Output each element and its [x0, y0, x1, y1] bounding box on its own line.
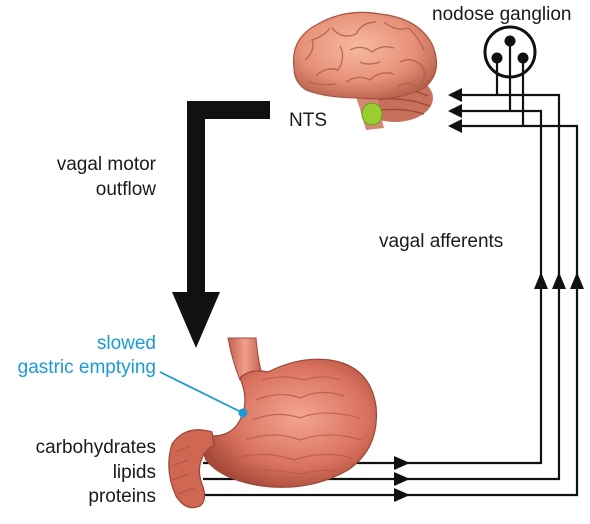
- arrowhead-brain-2: [448, 104, 462, 118]
- vagal-motor-label-line1: vagal motor: [56, 154, 156, 175]
- slowed-emptying-callout: [159, 371, 248, 418]
- nodose-ganglion-icon: [483, 25, 537, 126]
- vagal-motor-arrow: [172, 101, 270, 348]
- slowed-label-line1: slowed: [96, 333, 156, 354]
- nutrient-label-lipids: lipids: [112, 462, 156, 483]
- brain-illustration: [292, 11, 438, 130]
- callout-dot: [238, 408, 248, 418]
- stomach-body: [203, 358, 378, 488]
- slowed-label-line2: gastric emptying: [17, 357, 156, 378]
- stomach-illustration: [168, 337, 378, 509]
- cerebrum: [292, 11, 438, 100]
- nutrient-label-proteins: proteins: [88, 486, 156, 507]
- duodenum: [168, 429, 215, 509]
- nts-label: NTS: [289, 110, 327, 131]
- arrowhead-right-3: [394, 488, 410, 502]
- arrowhead-right-2: [394, 472, 410, 486]
- vagal-afferents-label: vagal afferents: [379, 231, 504, 252]
- arrowhead-up-1: [534, 272, 548, 289]
- vagal-motor-label-line2: outflow: [95, 179, 156, 200]
- nts-nucleus: [361, 102, 383, 126]
- arrowhead-up-2: [552, 272, 566, 289]
- nodose-ganglion-label: nodose ganglion: [432, 4, 572, 25]
- motor-arrowhead: [172, 292, 220, 348]
- arrowhead-brain-1: [448, 88, 462, 102]
- nutrient-label-carbohydrates: carbohydrates: [35, 437, 156, 458]
- arrowhead-up-3: [570, 272, 584, 289]
- afferent-arrowheads: [394, 88, 584, 502]
- arrowhead-brain-3: [448, 119, 462, 133]
- afferent-line-3: [203, 124, 579, 497]
- arrowhead-right-1: [394, 456, 410, 470]
